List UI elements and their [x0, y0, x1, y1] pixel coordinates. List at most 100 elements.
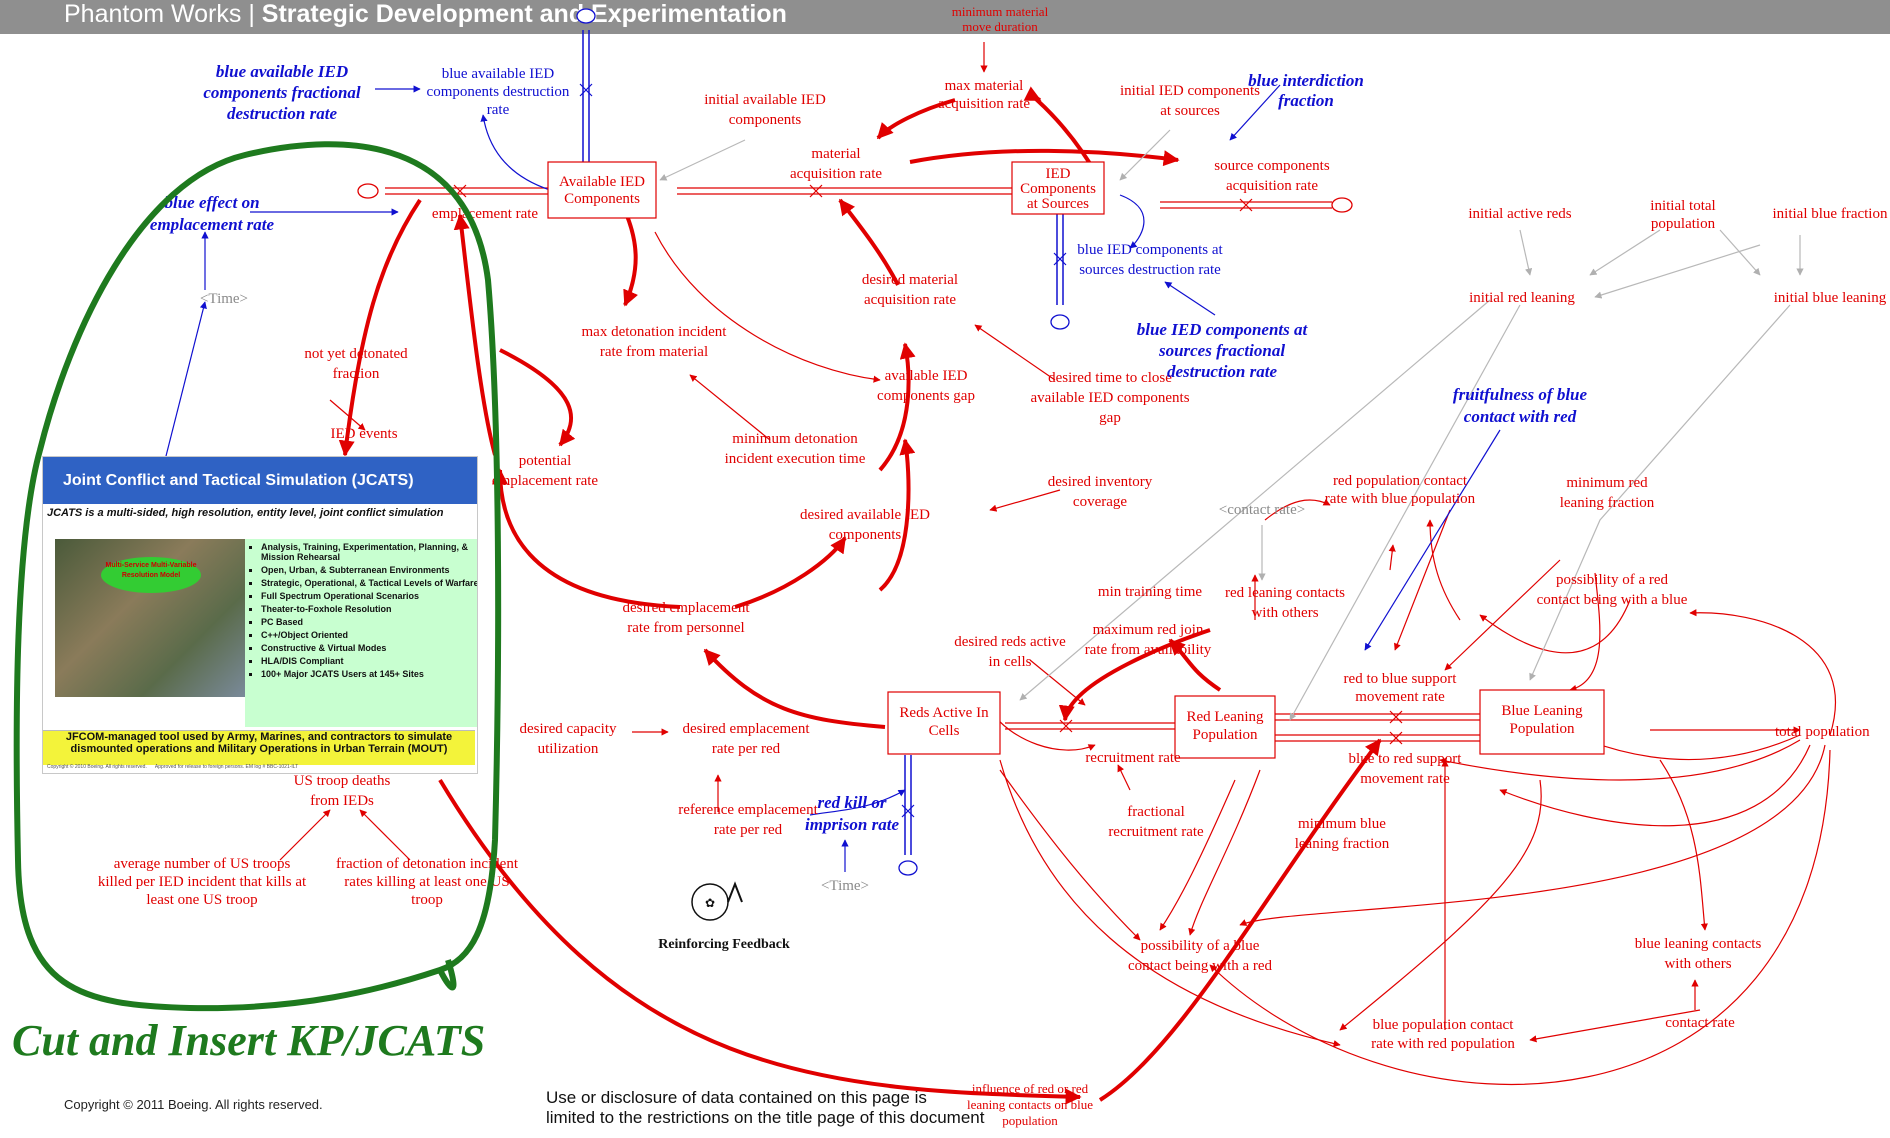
jcats-bullet: HLA/DIS Compliant [261, 656, 477, 666]
var-ied-events: IED events [330, 426, 397, 442]
jcats-badge: Multi-Service Multi-Variable Resolution … [101, 557, 201, 593]
jcats-bullet: Full Spectrum Operational Scenarios [261, 591, 477, 601]
var-time-shadow-1: <Time> [200, 291, 248, 307]
gray-causal-links [659, 129, 1804, 721]
jcats-bullet: 100+ Major JCATS Users at 145+ Sites [261, 669, 477, 679]
flow-pipes [385, 187, 1480, 742]
jcats-bullet: PC Based [261, 617, 477, 627]
flow-valves [453, 184, 1403, 745]
var-initial-active-reds: initial active reds [1468, 206, 1571, 222]
jcats-fine-mid: Approved for release to foreign persons.… [154, 764, 299, 770]
var-contact-rate: contact rate [1665, 1015, 1735, 1031]
copyright: Copyright © 2011 Boeing. All rights rese… [64, 1097, 323, 1112]
header-title: Phantom Works | Strategic Development an… [64, 0, 787, 29]
restriction-line-2: limited to the restrictions on the title… [546, 1108, 985, 1127]
svg-text:✿: ✿ [705, 896, 715, 910]
annotation-circle [13, 141, 502, 1012]
loop-label: Reinforcing Feedback [658, 937, 790, 952]
jcats-bullet: Constructive & Virtual Modes [261, 643, 477, 653]
jcats-fine-print: Copyright © 2010 Boeing. All rights rese… [47, 764, 471, 770]
var-emplacement-rate: emplacement rate [432, 206, 539, 222]
reinforcing-loop-icon: ✿ Reinforcing Feedback [658, 881, 790, 952]
restriction-line-1: Use or disclosure of data contained on t… [546, 1088, 927, 1107]
jcats-footer: JFCOM-managed tool used by Army, Marines… [43, 730, 475, 765]
header-bar: Phantom Works | Strategic Development an… [0, 0, 1890, 34]
var-initial-blue-fraction: initial blue fraction [1773, 206, 1888, 222]
jcats-bullet: Analysis, Training, Experimentation, Pla… [261, 542, 477, 562]
jcats-subtitle: JCATS is a multi-sided, high resolution,… [47, 507, 444, 519]
jcats-bullet: Open, Urban, & Subterranean Environments [261, 565, 477, 575]
var-time-shadow-2: <Time> [821, 878, 869, 894]
var-initial-red-leaning: initial red leaning [1469, 290, 1575, 306]
annotation-text: Cut and Insert KP/JCATS [12, 1016, 486, 1065]
thin-causal-links [279, 42, 1837, 1085]
jcats-fine-left: Copyright © 2010 Boeing. All rights rese… [47, 764, 147, 770]
jcats-bullet: Theater-to-Foxhole Resolution [261, 604, 477, 614]
blue-pipes [582, 30, 1064, 855]
blue-valves [579, 83, 1067, 818]
thick-causal-links [338, 86, 1382, 1105]
var-total-population: total population [1775, 724, 1870, 740]
shadow-variables: <Time> <Time> <contact rate> [200, 291, 1305, 894]
var-recruitment-rate: recruitment rate [1085, 750, 1181, 766]
header-org: Phantom Works | [64, 0, 262, 28]
jcats-bullet: Strategic, Operational, & Tactical Level… [261, 578, 477, 588]
blue-causal-links [164, 84, 1501, 872]
jcats-bullets: Analysis, Training, Experimentation, Pla… [245, 539, 477, 727]
jcats-bullet: C++/Object Oriented [261, 630, 477, 640]
clouds [357, 183, 1353, 213]
restriction-notice: Use or disclosure of data contained on t… [546, 1088, 984, 1128]
